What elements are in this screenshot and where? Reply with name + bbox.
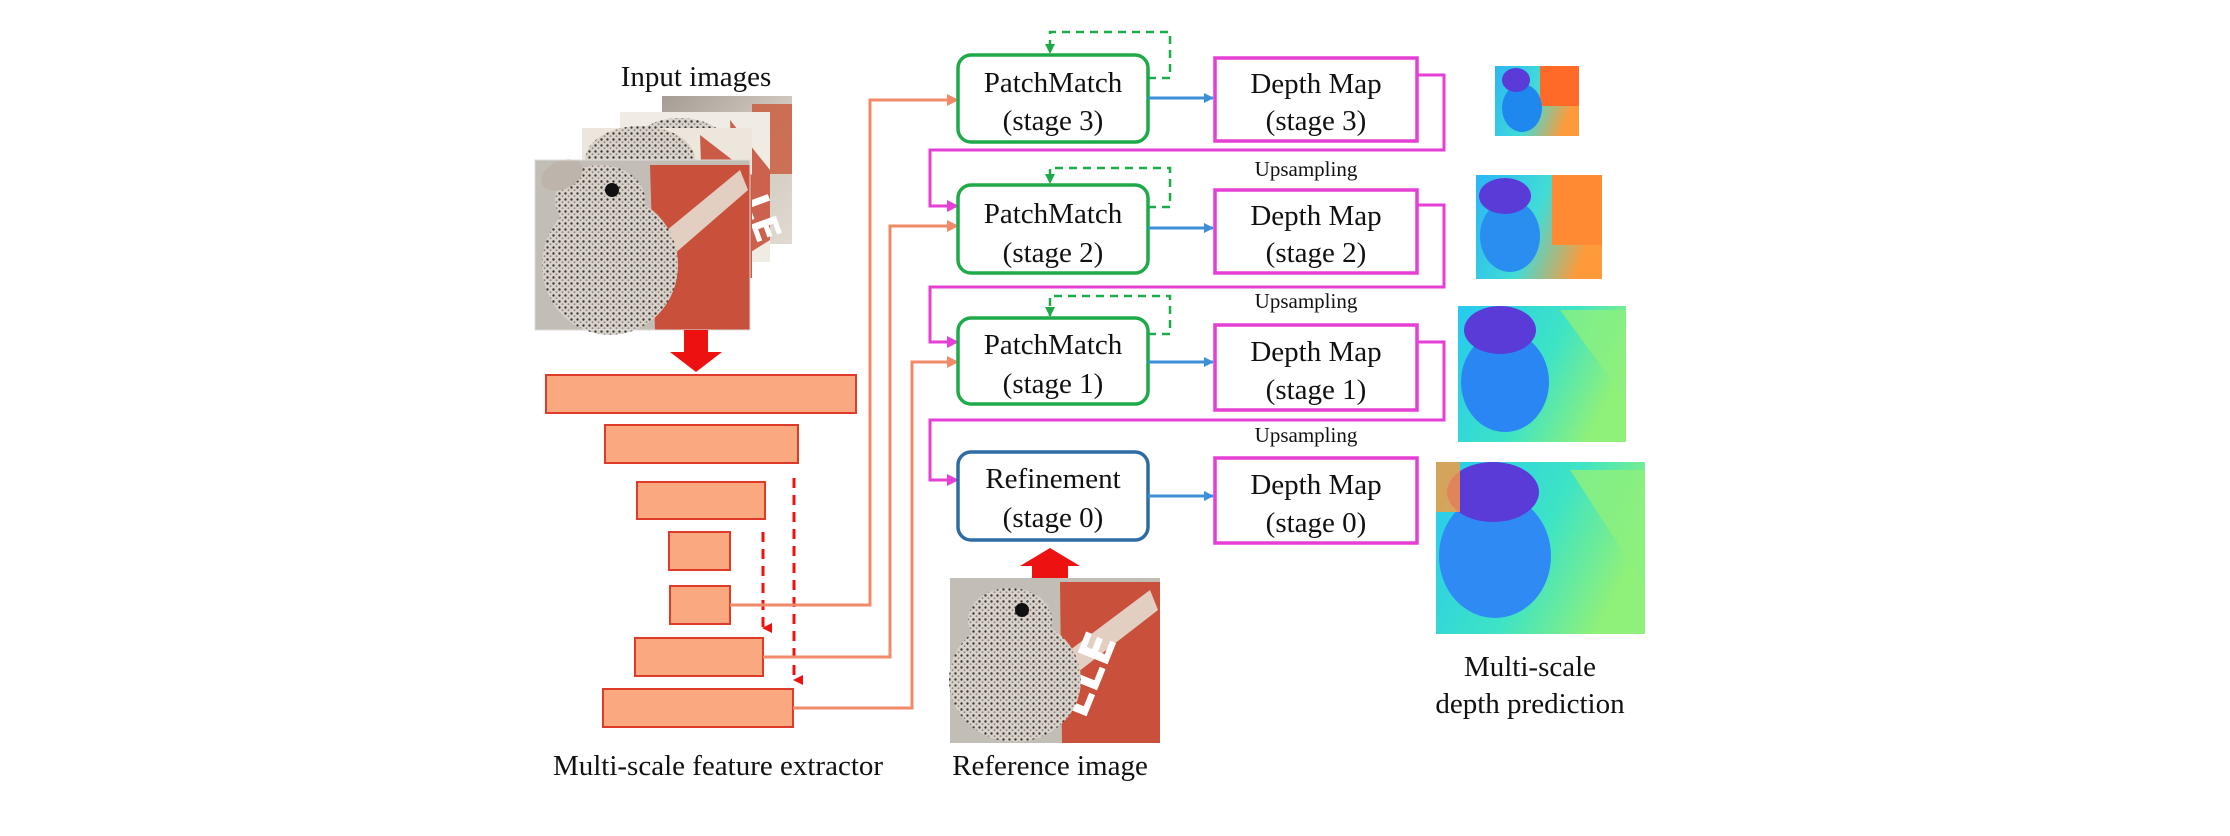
encoder-block-3 [636, 481, 766, 520]
feature-arrow-stage1 [793, 356, 959, 710]
reference-image-label: Reference image [952, 750, 1148, 782]
patchmatch-stage2-subtitle: (stage 2) [1003, 237, 1104, 269]
iteration-loop-stage3 [1045, 30, 1172, 80]
reference-image: LLE [949, 578, 1160, 743]
decoder-block-stage1 [602, 688, 794, 728]
depth-map-stage2-title: Depth Map [1250, 200, 1381, 232]
prediction-label-line2: depth prediction [1435, 688, 1625, 720]
decoder-block-stage2 [634, 637, 764, 677]
depth-map-stage0-title: Depth Map [1250, 469, 1381, 501]
input-to-extractor-arrow [670, 330, 722, 372]
depth-map-stage0-subtitle: (stage 0) [1266, 507, 1367, 539]
feature-arrow-stage3 [730, 94, 959, 607]
reference-to-refinement-arrow [1020, 548, 1080, 578]
patchmatch-stage1-subtitle: (stage 1) [1003, 368, 1104, 400]
patchmatch-stage1-title: PatchMatch [984, 329, 1123, 361]
depth-map-stage2-subtitle: (stage 2) [1266, 237, 1367, 269]
depth-map-stage1: Depth Map (stage 1) [1213, 323, 1419, 412]
depth-prediction-stage1 [1458, 306, 1626, 442]
depth-map-stage3: Depth Map (stage 3) [1213, 56, 1419, 143]
encoder-block-1 [545, 374, 857, 414]
patchmatch-stage2: PatchMatch (stage 2) [956, 183, 1150, 275]
depth-prediction-stage2 [1476, 175, 1602, 279]
encoder-block-2 [604, 424, 799, 464]
feature-extractor [545, 374, 857, 728]
prediction-label-line1: Multi-scale [1464, 651, 1596, 683]
refinement-stage0-title: Refinement [985, 463, 1120, 495]
depth-map-stage3-subtitle: (stage 3) [1266, 105, 1367, 137]
refinement-stage0-subtitle: (stage 0) [1003, 502, 1104, 534]
depth-prediction-stage0 [1436, 462, 1645, 634]
encoder-block-4 [668, 531, 731, 571]
iteration-loop-stage1 [1045, 294, 1172, 336]
upsample-arrow-1-to-0 [928, 340, 1446, 486]
depth-map-stage1-subtitle: (stage 1) [1266, 374, 1367, 406]
input-images-label: Input images [621, 61, 772, 93]
upsampling-label-3: Upsampling [1255, 423, 1358, 447]
depth-prediction-stage3 [1495, 66, 1579, 136]
upsample-arrow-3-to-2 [928, 73, 1446, 212]
extractor-label: Multi-scale feature extractor [553, 750, 883, 782]
patchmatch-stage3-title: PatchMatch [984, 67, 1123, 99]
patchmatch-stage3: PatchMatch (stage 3) [956, 53, 1150, 144]
feature-arrow-stage2 [763, 220, 959, 659]
decoder-block-stage3 [669, 585, 731, 625]
patchmatch-stage1: PatchMatch (stage 1) [956, 316, 1150, 406]
upsample-arrow-2-to-1 [928, 203, 1446, 348]
depth-map-stage0: Depth Map (stage 0) [1213, 456, 1419, 545]
upsampling-label-1: Upsampling [1255, 157, 1358, 181]
patchmatch-stage2-title: PatchMatch [984, 198, 1123, 230]
depth-map-stage3-title: Depth Map [1250, 68, 1381, 100]
depth-map-stage2: Depth Map (stage 2) [1213, 188, 1419, 275]
iteration-loop-stage2 [1045, 166, 1172, 209]
refinement-stage0: Refinement (stage 0) [956, 450, 1150, 542]
input-image-reference [534, 159, 751, 335]
patchmatch-stage3-subtitle: (stage 3) [1003, 105, 1104, 137]
upsampling-label-2: Upsampling [1255, 289, 1358, 313]
depth-map-stage1-title: Depth Map [1250, 336, 1381, 368]
input-images-stack: LE [534, 96, 792, 335]
